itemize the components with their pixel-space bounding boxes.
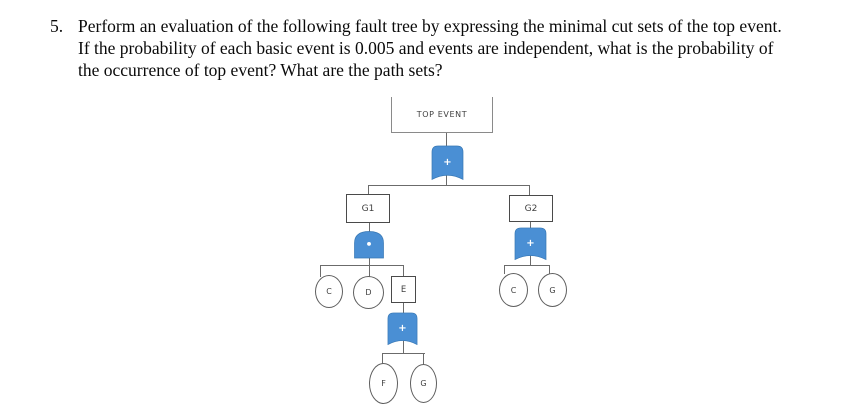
basic-event-d: D [353, 276, 384, 309]
connector-line [504, 265, 505, 274]
or-symbol: + [443, 157, 452, 168]
connector-line [403, 265, 404, 276]
g2-or-gate: + [514, 227, 547, 261]
connector-line [382, 353, 425, 354]
basic-event-label: C [510, 285, 517, 295]
or-gate-icon [514, 227, 547, 261]
question-number: 5. [50, 16, 64, 36]
or-gate-icon [387, 312, 418, 346]
basic-event-label: G [549, 285, 556, 295]
and-gate-icon [354, 231, 384, 259]
question-block: 5. Perform an evaluation of the followin… [50, 15, 830, 81]
connector-line [504, 265, 550, 266]
connector-line [320, 265, 321, 277]
connector-line [368, 185, 369, 194]
gate-e-box: E [391, 276, 416, 303]
g2-label: G2 [524, 203, 538, 214]
connector-line [368, 185, 530, 186]
connector-line [320, 265, 404, 266]
g1-label: G1 [361, 203, 375, 214]
e-or-gate: + [387, 312, 418, 346]
basic-event-g: G [410, 364, 437, 403]
or-gate-icon [431, 145, 464, 181]
basic-event-c: C [499, 273, 528, 307]
or-symbol: + [526, 238, 535, 249]
question-line: Perform an evaluation of the following f… [78, 16, 782, 36]
gate-g1-box: G1 [346, 194, 390, 223]
question-line: If the probability of each basic event i… [78, 38, 774, 58]
or-symbol: + [398, 323, 407, 334]
top-event-box: TOP EVENT [391, 97, 493, 133]
and-symbol: • [365, 238, 373, 251]
question-text: Perform an evaluation of the following f… [78, 15, 830, 81]
gate-g2-box: G2 [509, 195, 553, 222]
connector-line [529, 185, 530, 195]
connector-line [549, 265, 550, 274]
basic-event-g: G [538, 273, 567, 307]
g1-and-gate: • [353, 230, 385, 259]
question-line: the occurrence of top event? What are th… [78, 60, 443, 80]
basic-event-label: C [326, 287, 332, 296]
connector-line [369, 265, 370, 277]
connector-line [423, 353, 424, 365]
top-or-gate: + [431, 145, 464, 181]
basic-event-c: C [315, 275, 343, 308]
basic-event-f: F [369, 363, 398, 404]
basic-event-label: D [365, 288, 372, 297]
top-event-label: TOP EVENT [416, 110, 468, 119]
connector-line [382, 353, 383, 364]
e-label: E [400, 284, 407, 295]
basic-event-label: F [381, 379, 386, 388]
basic-event-label: G [420, 379, 427, 388]
